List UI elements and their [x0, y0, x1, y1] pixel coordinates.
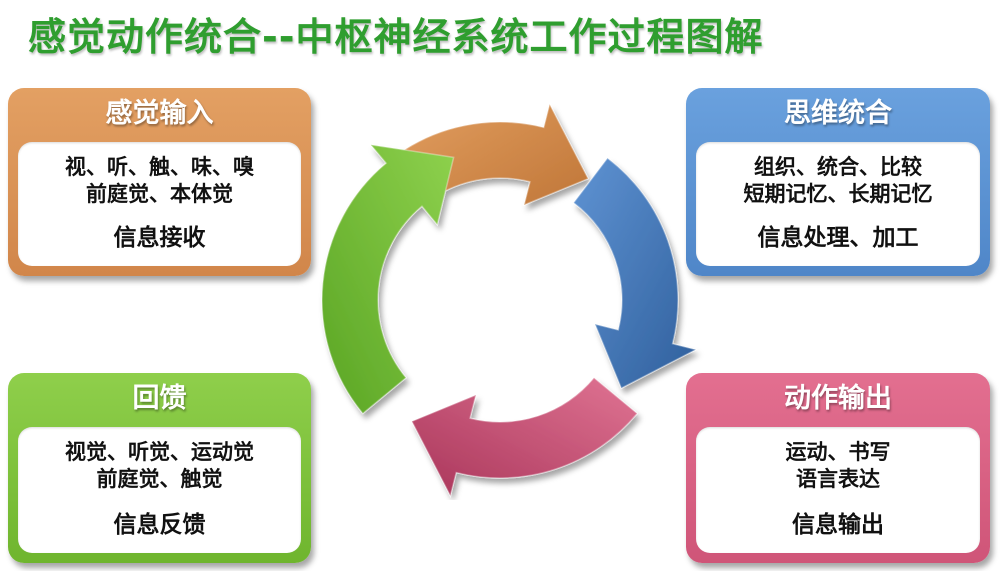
card-thinking-summary: 信息处理、加工	[757, 225, 919, 251]
card-motor-body: 运动、书写 语言表达 信息输出	[696, 427, 980, 553]
card-sensory-line-1: 视、听、触、味、嗅	[65, 155, 254, 179]
cycle-arrow-motor-to-feedback	[410, 376, 639, 498]
card-thinking-heading: 思维统合	[784, 98, 892, 129]
cycle-arrow-thinking-to-motor	[572, 157, 698, 390]
card-thinking-line-2: 短期记忆、长期记忆	[743, 182, 933, 206]
card-feedback-body: 视觉、听觉、运动觉 前庭觉、触觉 信息反馈	[18, 427, 301, 553]
card-motor-heading: 动作输出	[784, 383, 892, 414]
cycle-arrow-feedback-to-sensory	[321, 143, 455, 415]
card-thinking-line-1: 组织、统合、比较	[754, 155, 922, 179]
card-motor-line-1: 运动、书写	[785, 440, 891, 464]
card-feedback-line-1: 视觉、听觉、运动觉	[65, 440, 254, 464]
card-motor-output: 动作输出 运动、书写 语言表达 信息输出	[686, 373, 990, 563]
card-thinking-body: 组织、统合、比较 短期记忆、长期记忆 信息处理、加工	[696, 142, 980, 266]
card-feedback-line-2: 前庭觉、触觉	[96, 467, 223, 491]
page-title: 感觉动作统合--中枢神经系统工作过程图解	[28, 15, 764, 59]
card-thinking-integration: 思维统合 组织、统合、比较 短期记忆、长期记忆 信息处理、加工	[686, 88, 990, 276]
card-sensory-summary: 信息接收	[113, 225, 206, 251]
card-feedback-summary: 信息反馈	[113, 512, 206, 538]
card-motor-summary: 信息输出	[792, 512, 884, 538]
card-sensory-heading: 感觉输入	[105, 98, 214, 129]
card-sensory-line-2: 前庭觉、本体觉	[86, 182, 233, 206]
card-feedback-heading: 回馈	[132, 383, 187, 414]
card-sensory-body: 视、听、触、味、嗅 前庭觉、本体觉 信息接收	[18, 142, 301, 266]
card-motor-line-2: 语言表达	[796, 467, 880, 491]
cycle-arrows-diagram	[321, 102, 698, 498]
card-sensory-input: 感觉输入 视、听、触、味、嗅 前庭觉、本体觉 信息接收	[8, 88, 311, 276]
card-feedback: 回馈 视觉、听觉、运动觉 前庭觉、触觉 信息反馈	[8, 373, 311, 563]
